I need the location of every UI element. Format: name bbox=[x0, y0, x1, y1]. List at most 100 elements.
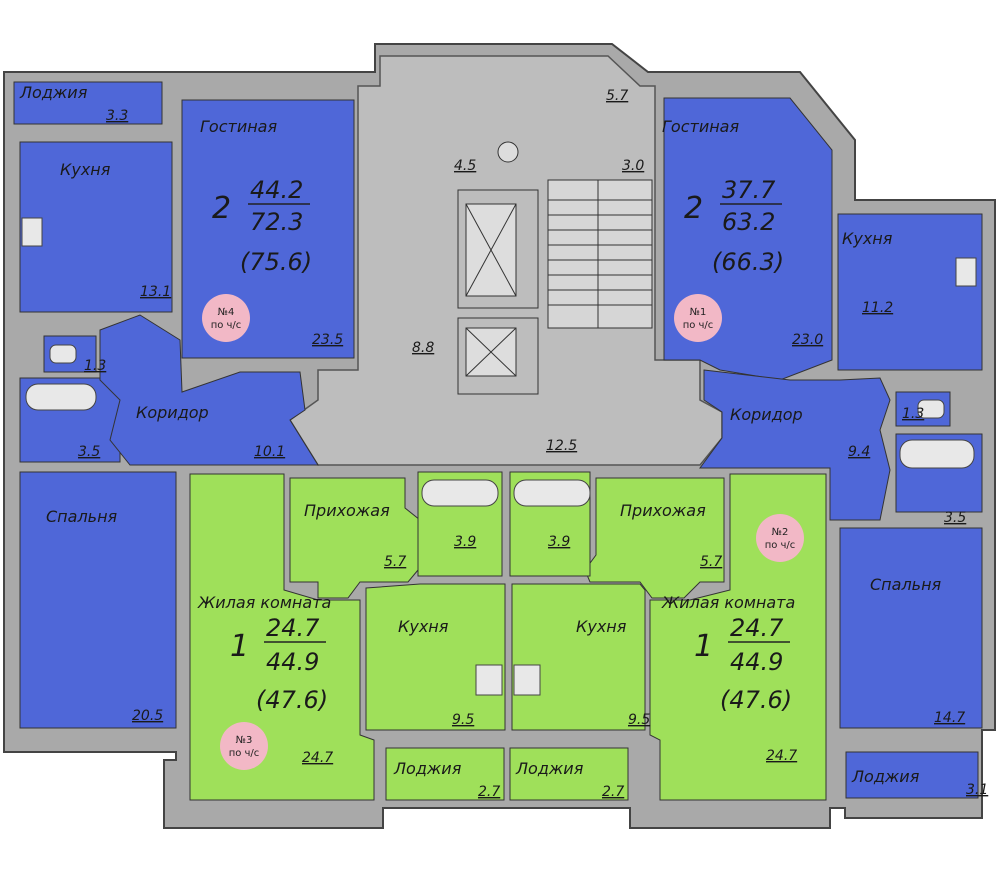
apt4-total-loggia: (75.6) bbox=[240, 248, 312, 276]
apt4-rooms: 2 bbox=[212, 191, 231, 226]
kitchen-1 bbox=[837, 213, 983, 371]
loggia-3 bbox=[385, 747, 505, 801]
apt1-total: 63.2 bbox=[722, 208, 775, 236]
loggia-br-area: 3.1 bbox=[966, 782, 988, 798]
corridor-1-area: 9.4 bbox=[848, 444, 870, 460]
apt1-summary: 2 37.7 63.2 (66.3) bbox=[684, 176, 784, 276]
kitchen-4 bbox=[19, 141, 173, 313]
apt2-total: 44.9 bbox=[730, 648, 783, 676]
hall-3-area: 5.7 bbox=[384, 554, 406, 570]
apt1-total-loggia: (66.3) bbox=[712, 248, 784, 276]
bathtub-1 bbox=[899, 439, 975, 469]
kitchen-2-area: 9.5 bbox=[628, 712, 650, 728]
bedroom-4-label: Спальня bbox=[46, 507, 118, 526]
toilet-4 bbox=[49, 344, 77, 364]
vestibule-area: 4.5 bbox=[454, 158, 476, 174]
loggia-2 bbox=[509, 747, 629, 801]
apt4-badge-sub: по ч/с bbox=[211, 320, 242, 331]
fixtures bbox=[21, 217, 977, 696]
corridor-4-label: Коридор bbox=[136, 403, 209, 422]
stove-4 bbox=[21, 217, 43, 247]
room-2-area: 24.7 bbox=[766, 748, 797, 764]
apt1-living: 37.7 bbox=[722, 176, 776, 204]
toilet-1 bbox=[917, 399, 945, 419]
hall-area: 8.8 bbox=[412, 340, 434, 356]
apt4-total: 72.3 bbox=[250, 208, 303, 236]
bathtub-2 bbox=[513, 479, 591, 507]
apt4-badge-num: №4 bbox=[218, 307, 235, 318]
apt1-badge: №1 по ч/с bbox=[674, 294, 722, 342]
apt1-badge-num: №1 bbox=[690, 307, 707, 318]
bedroom-1-area: 14.7 bbox=[934, 710, 965, 726]
room-3 bbox=[189, 473, 375, 801]
loggia-br-label: Лоджия bbox=[851, 767, 920, 786]
hall-3 bbox=[289, 477, 421, 599]
apartment-3 bbox=[189, 471, 506, 801]
wc-4-area: 1.3 bbox=[84, 358, 106, 374]
living-4-area: 23.5 bbox=[312, 332, 343, 348]
corridor-4 bbox=[99, 314, 319, 466]
stove-2 bbox=[513, 664, 541, 696]
apt3-rooms: 1 bbox=[230, 629, 249, 664]
loggia-3-area: 2.7 bbox=[478, 784, 500, 800]
apt3-living: 24.7 bbox=[266, 614, 320, 642]
corridor-1-label: Коридор bbox=[730, 405, 803, 424]
loggia-tl bbox=[13, 81, 163, 125]
loggia-2-label: Лоджия bbox=[515, 759, 584, 778]
room-3-label: Жилая комната bbox=[197, 593, 331, 612]
kitchen-3-label: Кухня bbox=[398, 617, 449, 636]
stove-1 bbox=[955, 257, 977, 287]
apt2-badge: №2 по ч/с bbox=[756, 514, 804, 562]
wc-1-area: 1.3 bbox=[902, 406, 924, 422]
apt2-badge-sub: по ч/с bbox=[765, 540, 796, 551]
apt2-rooms: 1 bbox=[694, 629, 713, 664]
kitchen-3 bbox=[365, 583, 506, 731]
apt3-badge: №3 по ч/с bbox=[220, 722, 268, 770]
bedroom-1-label: Спальня bbox=[870, 575, 942, 594]
apt1-rooms: 2 bbox=[684, 191, 703, 226]
apt3-total: 44.9 bbox=[266, 648, 319, 676]
apt4-badge: №4 по ч/с bbox=[202, 294, 250, 342]
apt4-summary: 2 44.2 72.3 (75.6) bbox=[212, 176, 312, 276]
kitchen-3-area: 9.5 bbox=[452, 712, 474, 728]
apt3-summary: 1 24.7 44.9 (47.6) bbox=[230, 614, 328, 714]
bedroom-4-area: 20.5 bbox=[132, 708, 163, 724]
living-1-label: Гостиная bbox=[662, 117, 739, 136]
kitchen-1-area: 11.2 bbox=[862, 300, 893, 316]
core-details bbox=[457, 141, 653, 395]
room-2-label: Жилая комната bbox=[661, 593, 795, 612]
apt2-badge-num: №2 bbox=[772, 527, 789, 538]
room-labels: Лоджия 3.3 Кухня 13.1 Гостиная 23.5 1.3 … bbox=[19, 83, 988, 800]
hall-3-label: Прихожая bbox=[304, 501, 390, 520]
kitchen-4-area: 13.1 bbox=[140, 284, 171, 300]
bath-2-area: 3.9 bbox=[548, 534, 570, 550]
hall-2 bbox=[584, 477, 725, 599]
top-area: 5.7 bbox=[606, 88, 628, 104]
loggia-br bbox=[845, 751, 979, 799]
hall-2-area: 5.7 bbox=[700, 554, 722, 570]
shaft-circle bbox=[497, 141, 519, 163]
kitchen-1-label: Кухня bbox=[842, 229, 893, 248]
corridor-4-area: 10.1 bbox=[254, 444, 285, 460]
loggia-tl-area: 3.3 bbox=[106, 108, 128, 124]
apt4-living: 44.2 bbox=[250, 176, 303, 204]
bath-1-area: 3.5 bbox=[944, 510, 966, 526]
apt3-badge-sub: по ч/с bbox=[229, 748, 260, 759]
apt1-badge-sub: по ч/с bbox=[683, 320, 714, 331]
stair-area: 3.0 bbox=[622, 158, 644, 174]
lobby-area: 12.5 bbox=[546, 438, 577, 454]
bedroom-1 bbox=[839, 527, 983, 729]
apt2-living: 24.7 bbox=[730, 614, 784, 642]
living-4-label: Гостиная bbox=[200, 117, 277, 136]
kitchen-2-label: Кухня bbox=[576, 617, 627, 636]
kitchen-4-label: Кухня bbox=[60, 160, 111, 179]
bath-4-area: 3.5 bbox=[78, 444, 100, 460]
corridor-1 bbox=[699, 369, 891, 521]
apt3-badge-num: №3 bbox=[236, 735, 253, 746]
hall-2-label: Прихожая bbox=[620, 501, 706, 520]
loggia-tl-label: Лоджия bbox=[19, 83, 88, 102]
loggia-2-area: 2.7 bbox=[602, 784, 624, 800]
bath-3-area: 3.9 bbox=[454, 534, 476, 550]
staircase bbox=[547, 179, 653, 329]
